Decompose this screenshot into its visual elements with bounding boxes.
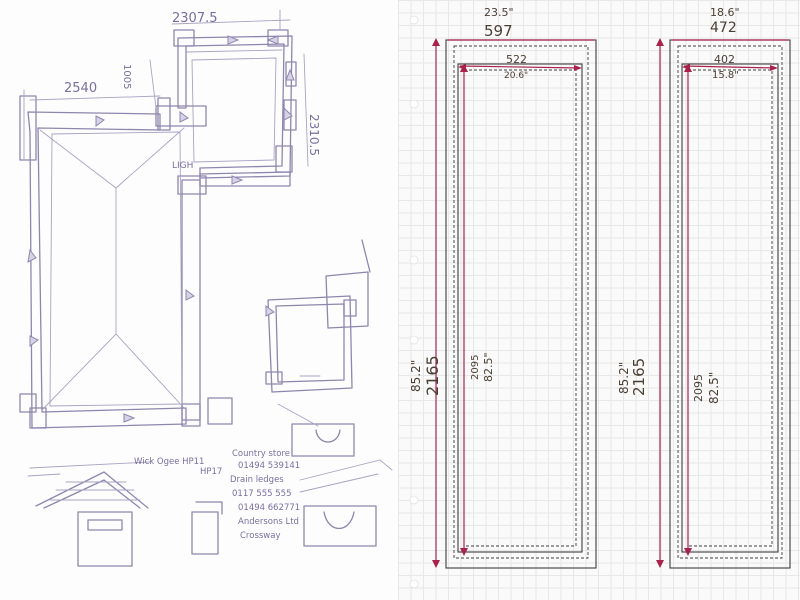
pencil-sketch-page: 2307.5 1005 2540 2310.5 LIGH [0, 0, 398, 600]
note-line-5: Drain ledges [230, 475, 284, 485]
binder-holes [409, 15, 419, 589]
panel-b-inner-height-in: 82.5" [707, 372, 721, 404]
panel-b-outer-height-in: 85.2" [617, 362, 631, 394]
note-line-6: 0117 555 555 [232, 489, 291, 499]
upper-room-outline [173, 29, 297, 187]
main-room-outline [19, 95, 233, 429]
dim-right-height: 2310.5 [307, 114, 321, 156]
note-line-8: Andersons Ltd [238, 517, 299, 527]
note-line-2: HP17 [200, 467, 222, 477]
panel-b [656, 38, 791, 569]
panel-a-outer-height-mm: 2165 [423, 355, 442, 396]
panel-a-inner-height-mm: 2095 [470, 355, 481, 380]
dim-left-width: 2540 [64, 81, 97, 96]
panel-b-outer-width-mm: 472 [710, 20, 737, 36]
panel-b-inner-width-in: 15.8" [712, 70, 739, 81]
floor-plan-sketch: 2307.5 1005 2540 2310.5 LIGH [19, 9, 393, 567]
panel-a-inner-width-mm: 522 [506, 53, 527, 66]
label-ligh: LIGH [172, 161, 193, 171]
panel-a [432, 38, 597, 569]
dim-top-width: 2307.5 [172, 11, 218, 26]
panel-a-inner-height-in: 82.5" [482, 352, 495, 382]
sketch-dimension-lines [23, 9, 309, 167]
window-markers [27, 35, 295, 423]
panel-a-outer-width-mm: 597 [484, 22, 513, 40]
note-line-9: Crossway [240, 531, 281, 541]
panel-b-outer-height-mm: 2165 [630, 358, 648, 396]
dim-upper-left: 1005 [121, 64, 132, 89]
window-detail-sketch [265, 239, 371, 393]
note-line-1: Wick Ogee HP11 [134, 457, 204, 467]
panel-b-inner-height-mm: 2095 [692, 374, 705, 402]
note-line-3: Country store [232, 449, 290, 459]
panel-a-outer-width-in: 23.5" [484, 6, 514, 19]
panel-a-outer-height-in: 85.2" [409, 360, 423, 392]
panel-a-inner-width-in: 20.6" [504, 71, 528, 81]
panel-b-outer-width-in: 18.6" [710, 6, 740, 19]
panel-b-inner-width-mm: 402 [714, 53, 735, 66]
grid-drawing-page: 23.5" 597 522 20.6" 85.2" 2165 2095 82.5… [398, 0, 800, 600]
panel-drawing: 23.5" 597 522 20.6" 85.2" 2165 2095 82.5… [409, 6, 791, 589]
gutter-detail-sketch [277, 403, 393, 547]
note-line-4: 01494 539141 [238, 461, 300, 471]
porch-sketch [27, 461, 223, 567]
note-line-7: 01494 662771 [238, 503, 300, 513]
